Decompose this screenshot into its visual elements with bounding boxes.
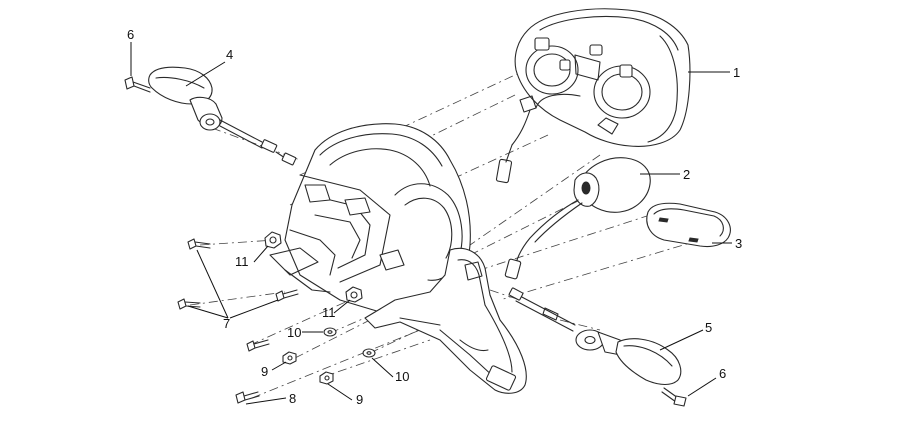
callout-10-right: 10 (395, 369, 409, 384)
screw-top-left (124, 76, 151, 93)
callout-9-left: 9 (261, 364, 268, 379)
license-plate-holder (364, 247, 527, 394)
screw-bottom-right (661, 387, 687, 407)
callout-4: 4 (226, 47, 233, 62)
nuts-part-9 (282, 351, 334, 385)
screw-part-8 (235, 391, 260, 404)
screws-part-7 (177, 238, 299, 352)
right-turn-indicator (508, 287, 682, 386)
rear-fender-body (269, 123, 471, 313)
washers-part-10 (323, 327, 376, 358)
tail-light-assembly (495, 8, 691, 184)
callout-9-right: 9 (356, 392, 363, 407)
license-plate-light (504, 157, 651, 280)
left-turn-indicator (148, 66, 297, 166)
callout-7: 7 (223, 316, 230, 331)
nuts-part-11 (264, 231, 363, 303)
callout-11-right: 11 (322, 305, 336, 320)
leader-lines (130, 42, 732, 405)
callout-10-left: 10 (287, 325, 301, 340)
callout-6-top: 6 (127, 27, 134, 42)
callout-3: 3 (735, 236, 742, 251)
callout-labels: 1 2 3 4 5 6 6 7 8 9 9 10 10 11 11 (127, 27, 742, 407)
callout-8: 8 (289, 391, 296, 406)
callout-5: 5 (705, 320, 712, 335)
callout-2: 2 (683, 167, 690, 182)
license-plate-lens (646, 202, 731, 248)
callout-1: 1 (733, 65, 740, 80)
callout-11-left: 11 (235, 254, 249, 269)
callout-6-bottom: 6 (719, 366, 726, 381)
